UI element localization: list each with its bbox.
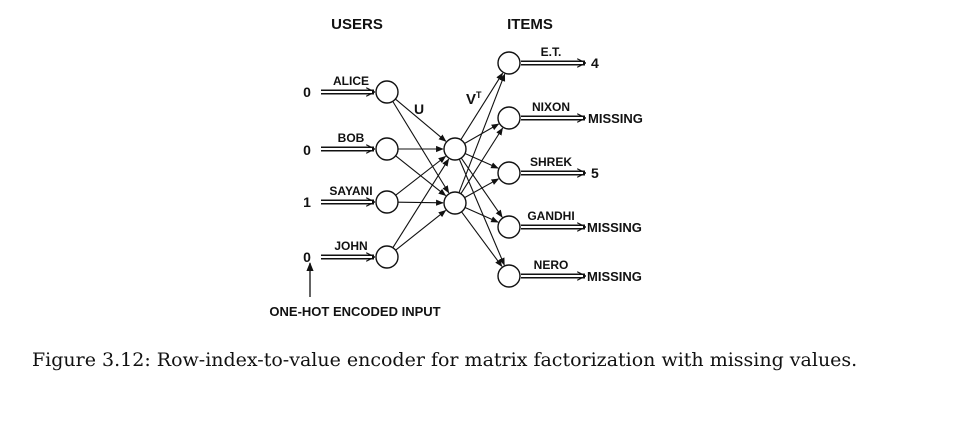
item-node-3 <box>497 215 521 239</box>
edge-hidden-0-item-4 <box>458 158 505 266</box>
v-weight-label: VT <box>466 90 482 108</box>
edge-user-3-hidden-1 <box>395 209 447 251</box>
user-input-value: 1 <box>303 194 311 210</box>
item-name-label: NIXON <box>532 100 570 114</box>
network-nodes <box>375 51 521 288</box>
encoder-diagram: USERS ITEMS U VT ALICE0BOB0SAYANI1JOHN0E… <box>269 16 643 319</box>
users-header: USERS <box>331 16 383 33</box>
edge-user-2-hidden-0 <box>395 155 447 196</box>
item-name-label: SHREK <box>530 155 572 169</box>
edge-user-3-hidden-0 <box>392 158 450 248</box>
edge-hidden-1-item-1 <box>460 127 504 195</box>
user-input-value: 0 <box>303 249 311 265</box>
edge-hidden-1-item-2 <box>464 178 500 199</box>
edge-hidden-1-item-0 <box>458 73 506 193</box>
item-node-4 <box>497 264 521 288</box>
user-input-value: 0 <box>303 84 311 100</box>
v-weight-base: V <box>466 91 476 108</box>
user-name-label: JOHN <box>334 239 367 253</box>
v-weight-superscript: T <box>476 90 482 100</box>
edge-user-0-hidden-0 <box>395 98 447 142</box>
item-output-value: 5 <box>591 165 599 181</box>
items-header: ITEMS <box>507 16 553 33</box>
edge-hidden-1-item-3 <box>464 206 499 223</box>
figure-caption: Figure 3.12: Row-index-to-value encoder … <box>32 349 858 371</box>
input-output-labels: ALICE0BOB0SAYANI1JOHN0E.T.4NIXONMISSINGS… <box>303 45 643 284</box>
item-output-value: MISSING <box>587 269 642 284</box>
user-name-label: ALICE <box>333 74 369 88</box>
item-node-2 <box>497 161 521 185</box>
hidden-node-1 <box>443 191 467 215</box>
edge-hidden-0-item-0 <box>460 72 504 140</box>
item-output-value: MISSING <box>588 111 643 126</box>
item-output-value: 4 <box>591 55 599 71</box>
u-weight-label: U <box>414 101 424 117</box>
edge-user-0-hidden-1 <box>392 101 450 194</box>
user-input-value: 0 <box>303 142 311 158</box>
item-node-1 <box>497 106 521 130</box>
item-name-label: E.T. <box>541 45 562 59</box>
item-name-label: NERO <box>534 258 569 272</box>
user-node-1 <box>375 137 399 161</box>
item-output-value: MISSING <box>587 220 642 235</box>
item-node-0 <box>497 51 521 75</box>
user-name-label: SAYANI <box>329 184 372 198</box>
hidden-node-0 <box>443 137 467 161</box>
user-name-label: BOB <box>338 131 365 145</box>
user-node-2 <box>375 190 399 214</box>
edge-user-2-hidden-1 <box>397 199 444 206</box>
connection-edges <box>392 72 506 267</box>
user-node-3 <box>375 245 399 269</box>
edge-hidden-1-item-4 <box>461 211 503 267</box>
one-hot-input-label: ONE-HOT ENCODED INPUT <box>269 304 440 319</box>
item-name-label: GANDHI <box>527 209 574 223</box>
user-node-0 <box>375 80 399 104</box>
